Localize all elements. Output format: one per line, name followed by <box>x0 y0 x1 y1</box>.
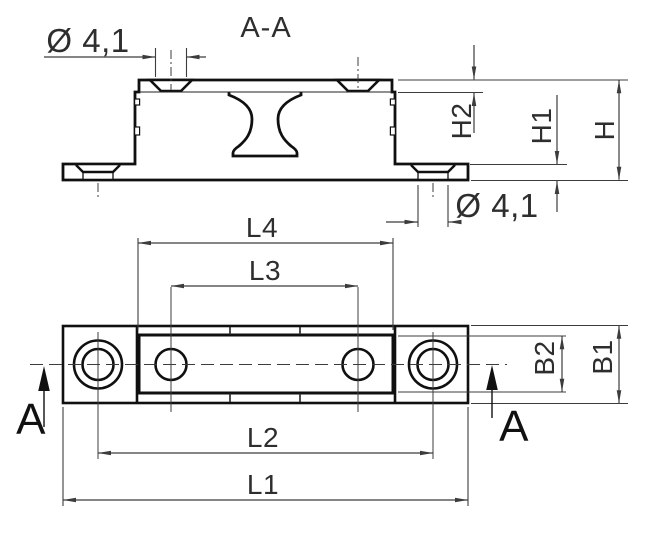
section-view <box>61 50 470 197</box>
section-title: A-A <box>240 12 291 44</box>
plan-hole-centerlines <box>97 287 434 459</box>
wall-notches <box>134 98 396 136</box>
dim-b2-label: B2 <box>529 340 560 375</box>
section-cut-label-right: A <box>499 402 529 451</box>
slot-cutout <box>229 92 301 156</box>
slot-outline <box>227 92 303 158</box>
plan-slot-marks <box>229 327 301 402</box>
dim-l2-label: L2 <box>247 422 279 453</box>
section-cut-label-left: A <box>16 395 46 444</box>
section-centerlines <box>97 50 434 197</box>
dim-dia-top: Ø 4,1 <box>44 22 206 77</box>
dim-h1: H1 <box>526 95 560 212</box>
dim-l3-label: L3 <box>249 255 281 286</box>
dim-l4-label: L4 <box>246 212 278 243</box>
section-cut-arrow-left: A <box>16 366 50 444</box>
dim-l4: L4 <box>138 212 393 246</box>
dim-b1-label: B1 <box>587 339 618 374</box>
plan-dimensions: L4 L3 L2 L1 B2 B1 <box>62 212 628 506</box>
dim-l1-label: L1 <box>247 469 279 500</box>
section-cut-markers: A-A A A <box>16 12 529 451</box>
dim-b2: B2 <box>529 336 565 392</box>
plan-view <box>30 287 507 459</box>
dim-dia-bottom: Ø 4,1 <box>386 185 538 227</box>
dim-l2: L2 <box>98 422 433 456</box>
section-dimensions: Ø 4,1 H2 H1 H Ø 4,1 <box>44 22 628 227</box>
dim-h-label: H <box>589 120 620 141</box>
flange-hole-left <box>75 164 121 179</box>
dim-b1: B1 <box>587 325 622 404</box>
dim-dia-top-label: Ø 4,1 <box>46 22 129 59</box>
dim-l1: L1 <box>63 469 468 503</box>
dim-dia-bottom-label: Ø 4,1 <box>455 187 538 224</box>
flange-hole-right <box>410 164 456 179</box>
section-cut-arrow-right: A <box>486 365 529 451</box>
dim-h2-label: H2 <box>446 103 477 140</box>
dim-h: H <box>589 80 622 180</box>
dim-h2: H2 <box>446 45 477 139</box>
dim-h1-label: H1 <box>526 108 557 145</box>
dim-l3: L3 <box>171 255 358 289</box>
plate-countersink-right <box>333 78 383 93</box>
